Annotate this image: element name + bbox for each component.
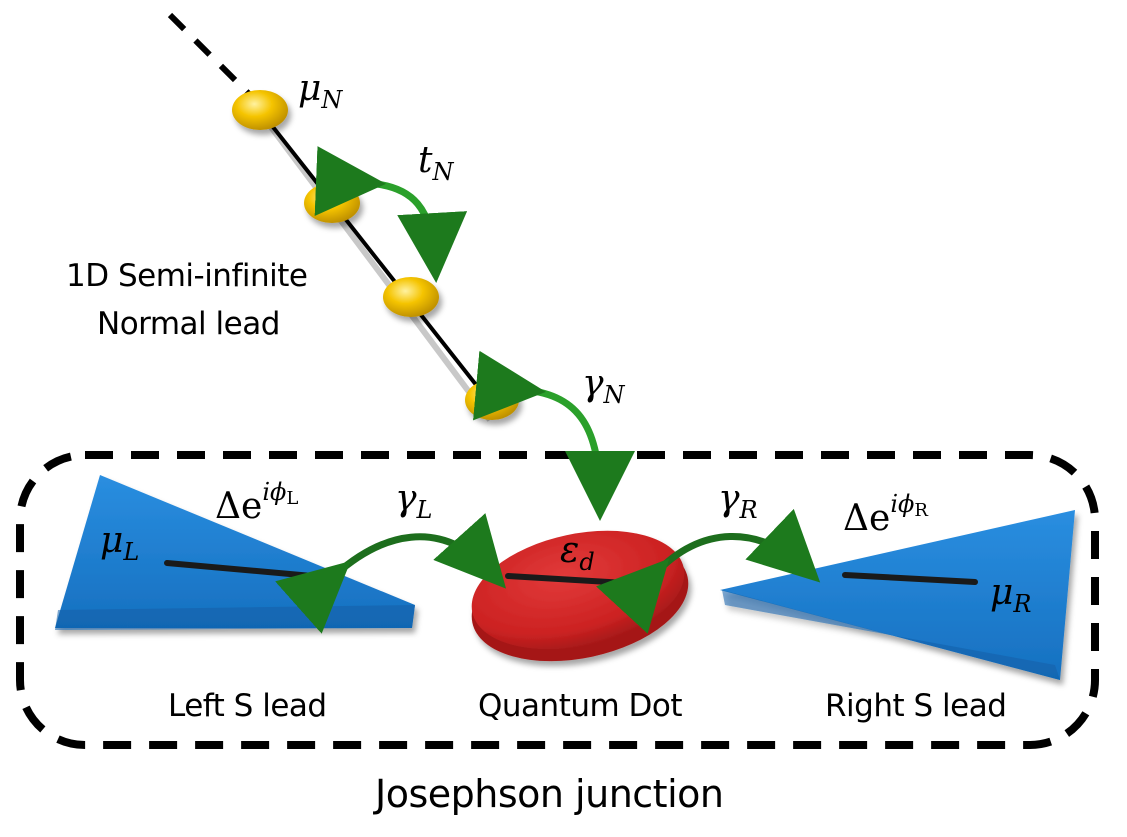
lead-site-4 (465, 380, 519, 420)
label-mu-R: μR (990, 572, 1032, 618)
label-gamma-N: γN (582, 363, 625, 409)
label-gap-right: ΔeiϕR (843, 490, 928, 539)
lead-chain-line (256, 106, 490, 402)
hopping-arrow-tN (314, 146, 468, 283)
label-right-s-lead: Right S lead (825, 688, 1007, 724)
label-t-N: tN (418, 140, 454, 186)
label-normal-lead-line1: 1D Semi-infinite (66, 258, 308, 294)
diagram-title: Josephson junction (375, 772, 724, 816)
lead-infinite-dashed (167, 12, 253, 98)
label-gamma-L: γL (395, 478, 433, 524)
label-epsilon-d: εd (560, 530, 595, 576)
coupling-arrow-gammaR (596, 508, 821, 634)
lead-site-2 (304, 183, 360, 223)
lead-site-3 (383, 277, 439, 317)
label-normal-lead-line2: Normal lead (97, 306, 280, 342)
label-mu-L: μL (100, 520, 140, 566)
label-mu-N: μN (298, 68, 343, 114)
label-gamma-R: γR (718, 478, 758, 524)
coupling-arrow-gammaN (473, 350, 635, 521)
label-gap-left: ΔeiϕL (215, 478, 299, 527)
coupling-arrow-gammaL (275, 513, 507, 634)
right-lead-fermi-level (842, 572, 978, 585)
lead-site-1 (232, 90, 288, 130)
label-quantum-dot: Quantum Dot (478, 688, 683, 724)
label-left-s-lead: Left S lead (168, 688, 327, 724)
